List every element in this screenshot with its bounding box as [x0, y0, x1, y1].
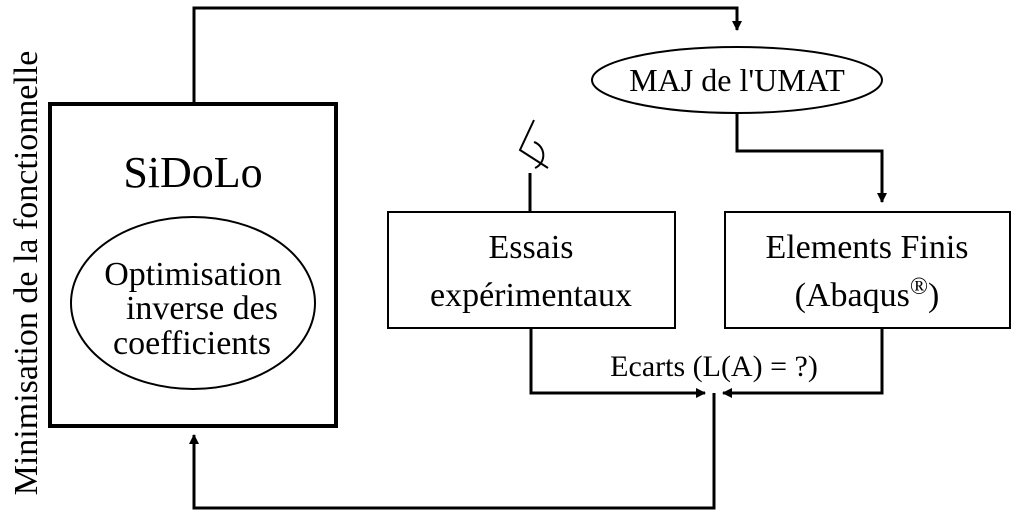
essais-line-2: expérimentaux — [430, 277, 632, 314]
ellipse-line-3: coefficients — [113, 325, 271, 362]
registered-mark: ® — [910, 274, 928, 300]
elements-finis-box — [724, 211, 1011, 329]
bottom-loop-line — [189, 393, 716, 510]
side-label: Minimisation de la fonctionnelle — [8, 51, 45, 496]
maj-to-ef-line — [735, 113, 887, 203]
ef-to-ecarts-line — [722, 328, 884, 398]
essais-to-ecarts-line — [529, 328, 706, 398]
top-loop-line — [192, 6, 742, 104]
elements-finis-line-2: (Abaqus®) — [795, 274, 940, 314]
eye-icon — [518, 119, 549, 169]
ecarts-label: Ecarts (L(A) = ?) — [610, 350, 818, 383]
abaqus-close: ) — [928, 277, 939, 314]
ellipse-line-1: Optimisation — [104, 256, 282, 293]
maj-umat-label: MAJ de l'UMAT — [629, 62, 845, 98]
abaqus-text: (Abaqus — [795, 277, 910, 314]
optimisation-ellipse — [70, 216, 316, 390]
essais-line-1: Essais — [489, 229, 574, 266]
ellipse-line-2: inverse des — [126, 290, 278, 327]
elements-finis-line-1: Elements Finis — [765, 229, 968, 266]
sidolo-title: SiDoLo — [123, 148, 262, 197]
